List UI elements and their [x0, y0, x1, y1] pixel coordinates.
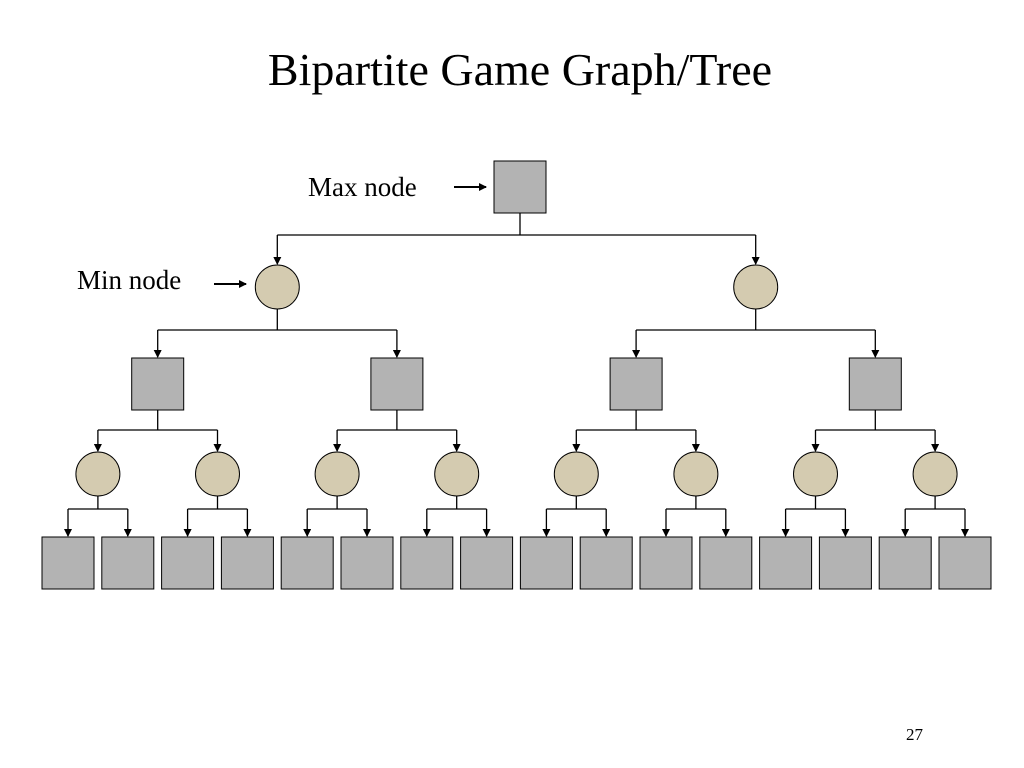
page-number: 27: [906, 725, 923, 744]
edge-group: [333, 410, 461, 452]
edge-group: [93, 410, 222, 452]
max-node: [41, 536, 95, 590]
min-node: [75, 451, 121, 497]
slide-title: Bipartite Game Graph/Tree: [267, 44, 773, 95]
edge-group: [64, 496, 132, 537]
edge-group: [662, 496, 730, 537]
max-node: [460, 536, 514, 590]
tree-nodes: [41, 160, 992, 590]
max-node: [400, 536, 454, 590]
max-node: [493, 160, 547, 214]
min-node: [793, 451, 838, 497]
min-node: [733, 264, 779, 310]
min-node: [434, 451, 480, 497]
max-node: [609, 357, 663, 411]
max-node: [519, 536, 573, 590]
max-node: [101, 536, 155, 590]
max-node: [878, 536, 932, 590]
max-node: [340, 536, 394, 590]
max-node: [370, 357, 424, 411]
max-node: [759, 536, 813, 590]
min-node-label: Min node: [77, 265, 182, 295]
min-node: [195, 451, 240, 497]
min-node: [314, 451, 360, 497]
max-node: [938, 536, 992, 590]
edge-group: [572, 410, 700, 452]
min-node: [553, 451, 599, 497]
edge-group: [781, 496, 850, 537]
tree-edges: [64, 213, 969, 537]
max-node: [280, 536, 334, 590]
max-node: [639, 536, 693, 590]
edge-group: [901, 496, 969, 537]
max-node: [220, 536, 274, 590]
max-node: [818, 536, 872, 590]
max-node: [699, 536, 753, 590]
max-node: [848, 357, 902, 411]
edge-group: [303, 496, 371, 537]
max-node-label: Max node: [308, 172, 417, 202]
edge-group: [153, 309, 401, 358]
edge-group: [542, 496, 611, 537]
max-node: [161, 536, 215, 590]
min-node: [254, 264, 300, 310]
edge-group: [273, 213, 760, 265]
min-node: [673, 451, 719, 497]
edge-group: [422, 496, 491, 537]
max-node: [131, 357, 185, 411]
edge-group: [811, 410, 940, 452]
max-node: [579, 536, 633, 590]
edge-group: [183, 496, 252, 537]
edge-group: [632, 309, 880, 358]
callout-arrows: [214, 183, 487, 288]
min-node: [912, 451, 958, 497]
